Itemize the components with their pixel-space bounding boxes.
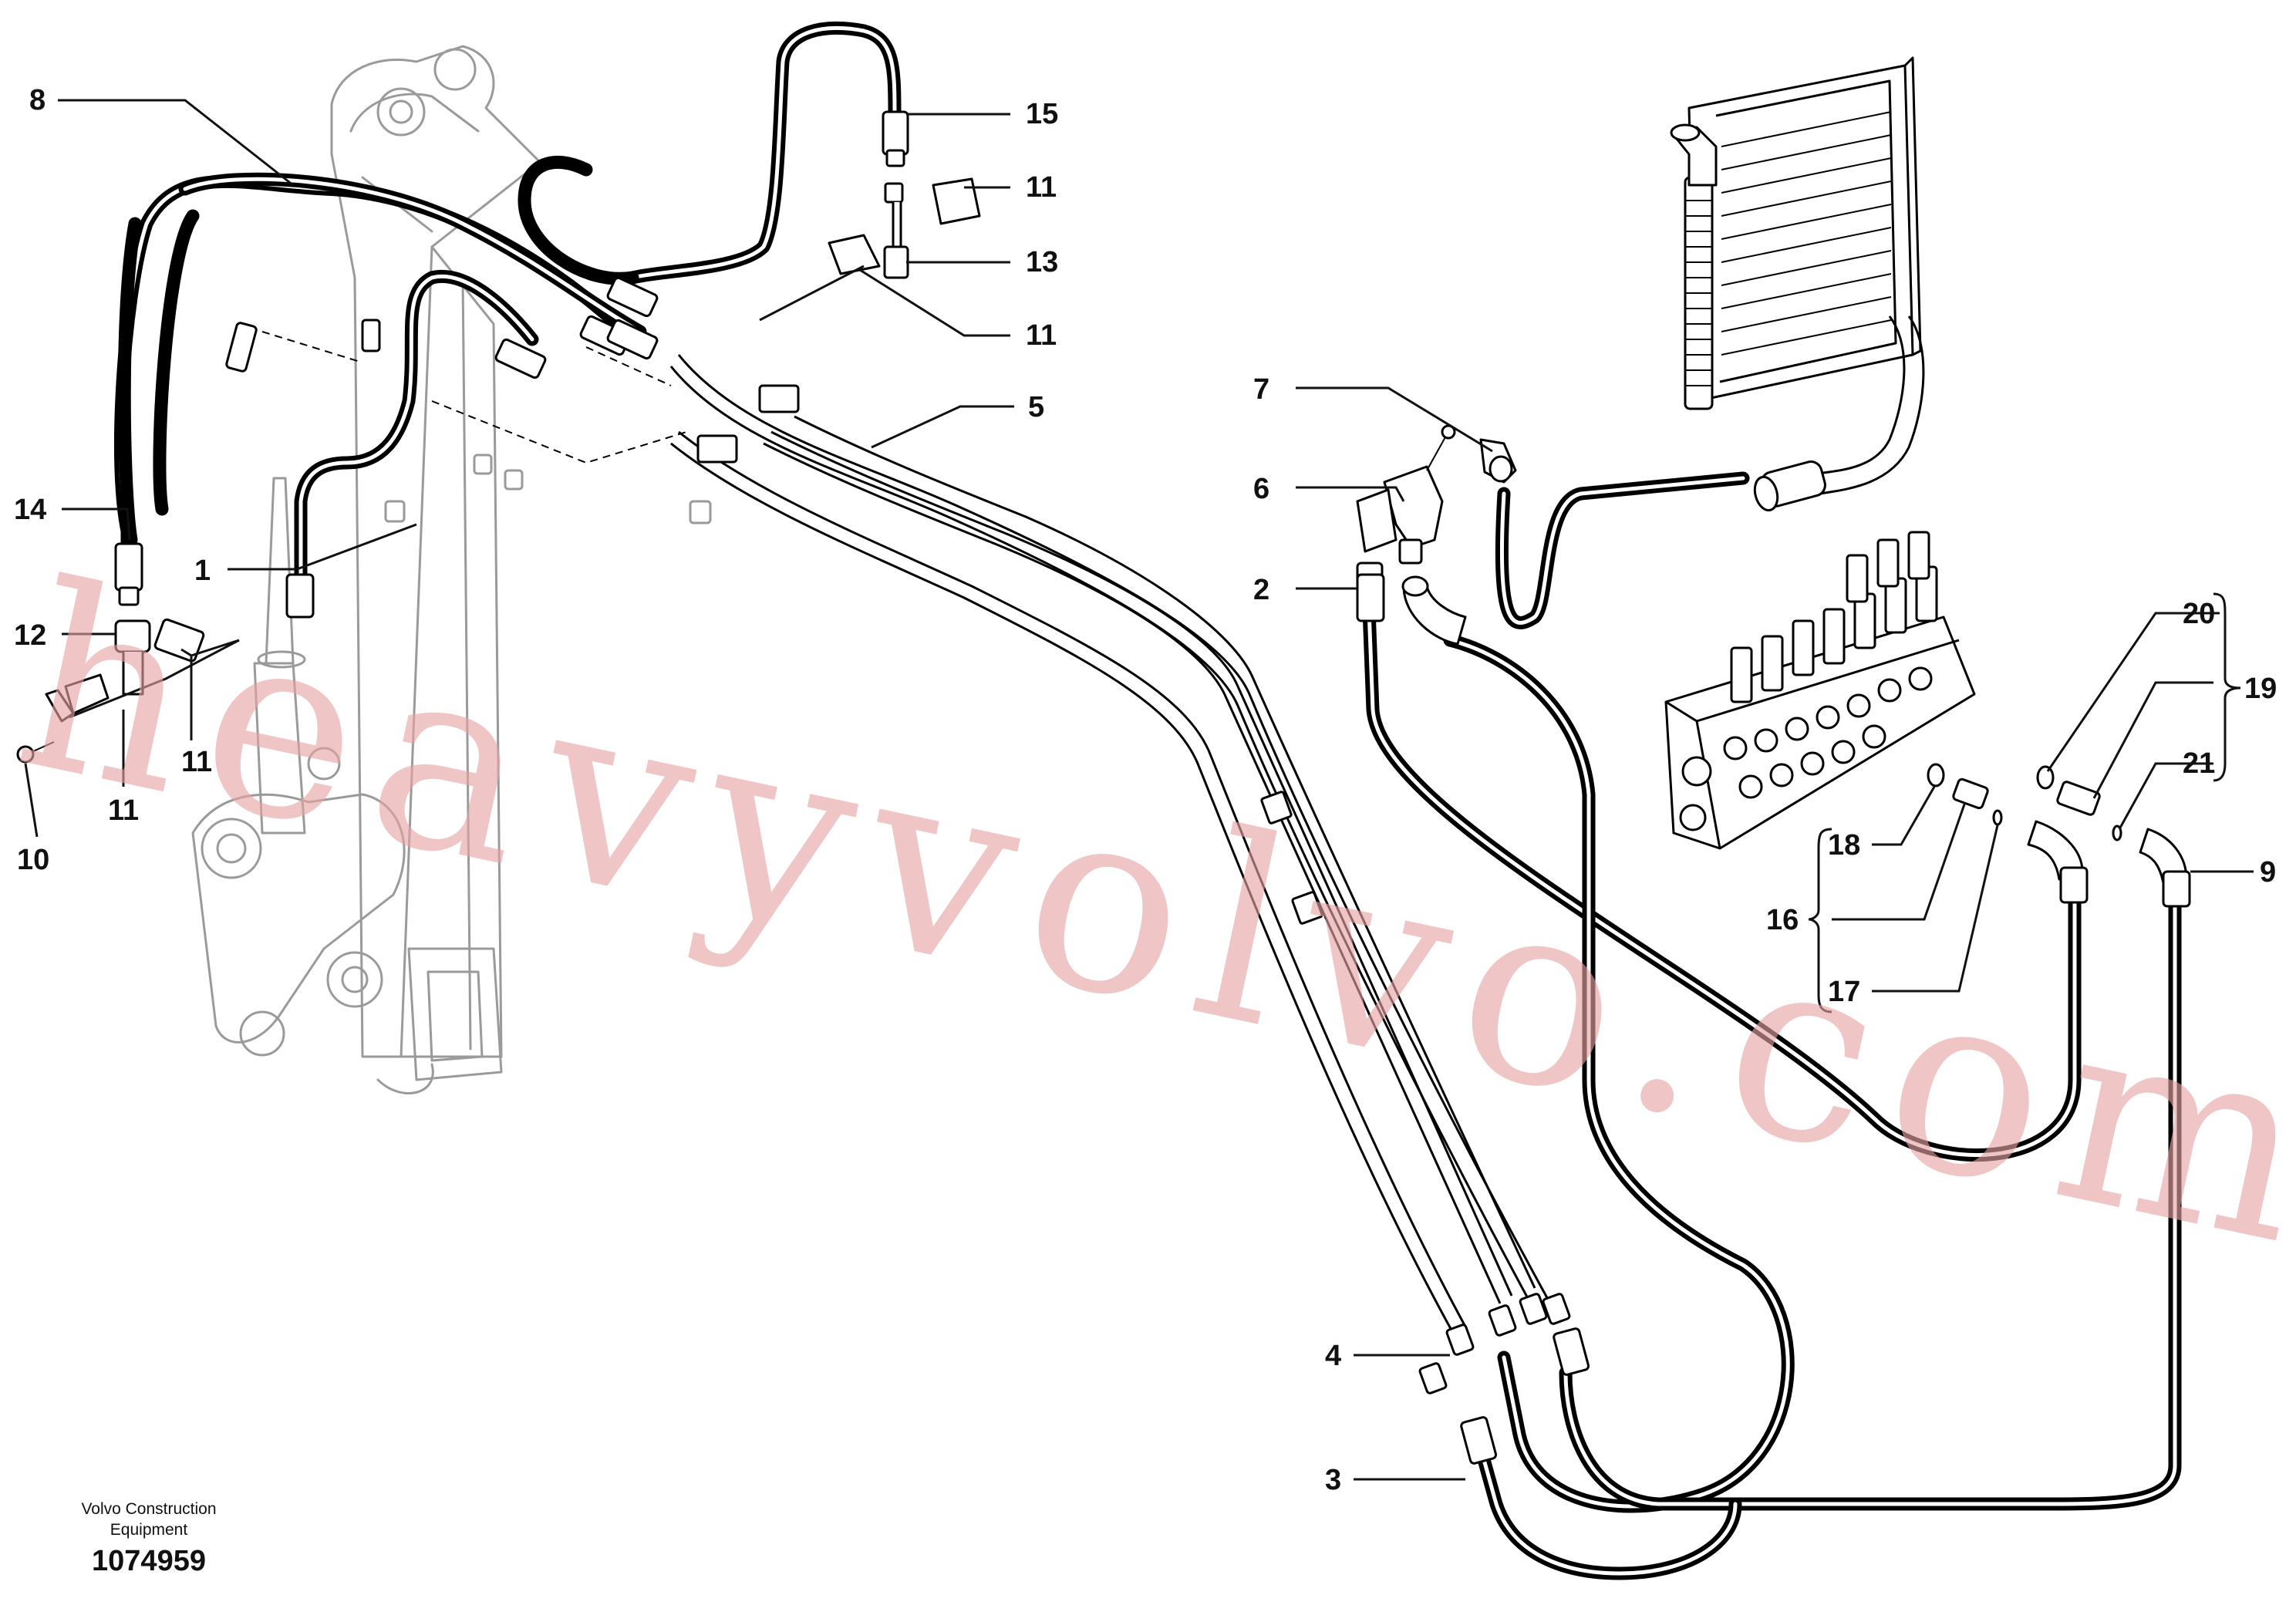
- oil-cooler: [1670, 56, 1925, 512]
- callout-8: 8: [29, 84, 46, 116]
- watermark: heavyvolvo.com: [0, 528, 2296, 1306]
- callout-14: 14: [14, 494, 46, 526]
- boom-hoses: [113, 21, 902, 585]
- callout-11-bottom: 11: [108, 794, 139, 827]
- callout-15: 15: [1026, 98, 1058, 130]
- callout-labels: 8 15 11 13 11 5 7 6 2 14 1 12 11 11 10 2…: [14, 84, 2277, 1496]
- hose-fittings: [114, 110, 909, 619]
- callout-12: 12: [14, 619, 46, 652]
- footer-company-line2: Equipment: [110, 1521, 188, 1539]
- callout-17: 17: [1828, 976, 1860, 1008]
- callout-20: 20: [2183, 598, 2215, 630]
- callout-7: 7: [1253, 373, 1269, 406]
- shutoff-valve: [1356, 424, 1517, 597]
- callout-11-mid: 11: [1026, 319, 1057, 352]
- callout-13: 13: [1026, 246, 1058, 278]
- right-hose-fittings: [1356, 573, 2191, 1465]
- callout-10: 10: [17, 844, 49, 876]
- callout-21: 21: [2183, 747, 2215, 780]
- callout-18: 18: [1828, 829, 1860, 862]
- drawing-number: 1074959: [92, 1545, 206, 1577]
- control-valve: [1664, 531, 2122, 850]
- leader-lines: [24, 99, 2254, 1481]
- callout-4: 4: [1325, 1340, 1341, 1372]
- callout-6: 6: [1253, 473, 1269, 505]
- arm-pipe-bundle: [669, 354, 1571, 1394]
- callout-16: 16: [1766, 904, 1799, 936]
- callout-11-top: 11: [1026, 171, 1057, 204]
- callout-9: 9: [2260, 856, 2276, 889]
- callout-19: 19: [2244, 673, 2277, 705]
- callout-2: 2: [1253, 574, 1269, 606]
- callout-1: 1: [194, 555, 211, 587]
- footer-company-line1: Volvo Construction: [81, 1500, 216, 1518]
- drawing-footer: Volvo Construction Equipment 1074959: [81, 1500, 216, 1577]
- callout-11-left: 11: [181, 746, 212, 778]
- right-hoses: [1362, 471, 2182, 1580]
- callout-3: 3: [1325, 1464, 1341, 1496]
- callout-5: 5: [1028, 391, 1044, 423]
- clamp-parts-left: [16, 177, 981, 764]
